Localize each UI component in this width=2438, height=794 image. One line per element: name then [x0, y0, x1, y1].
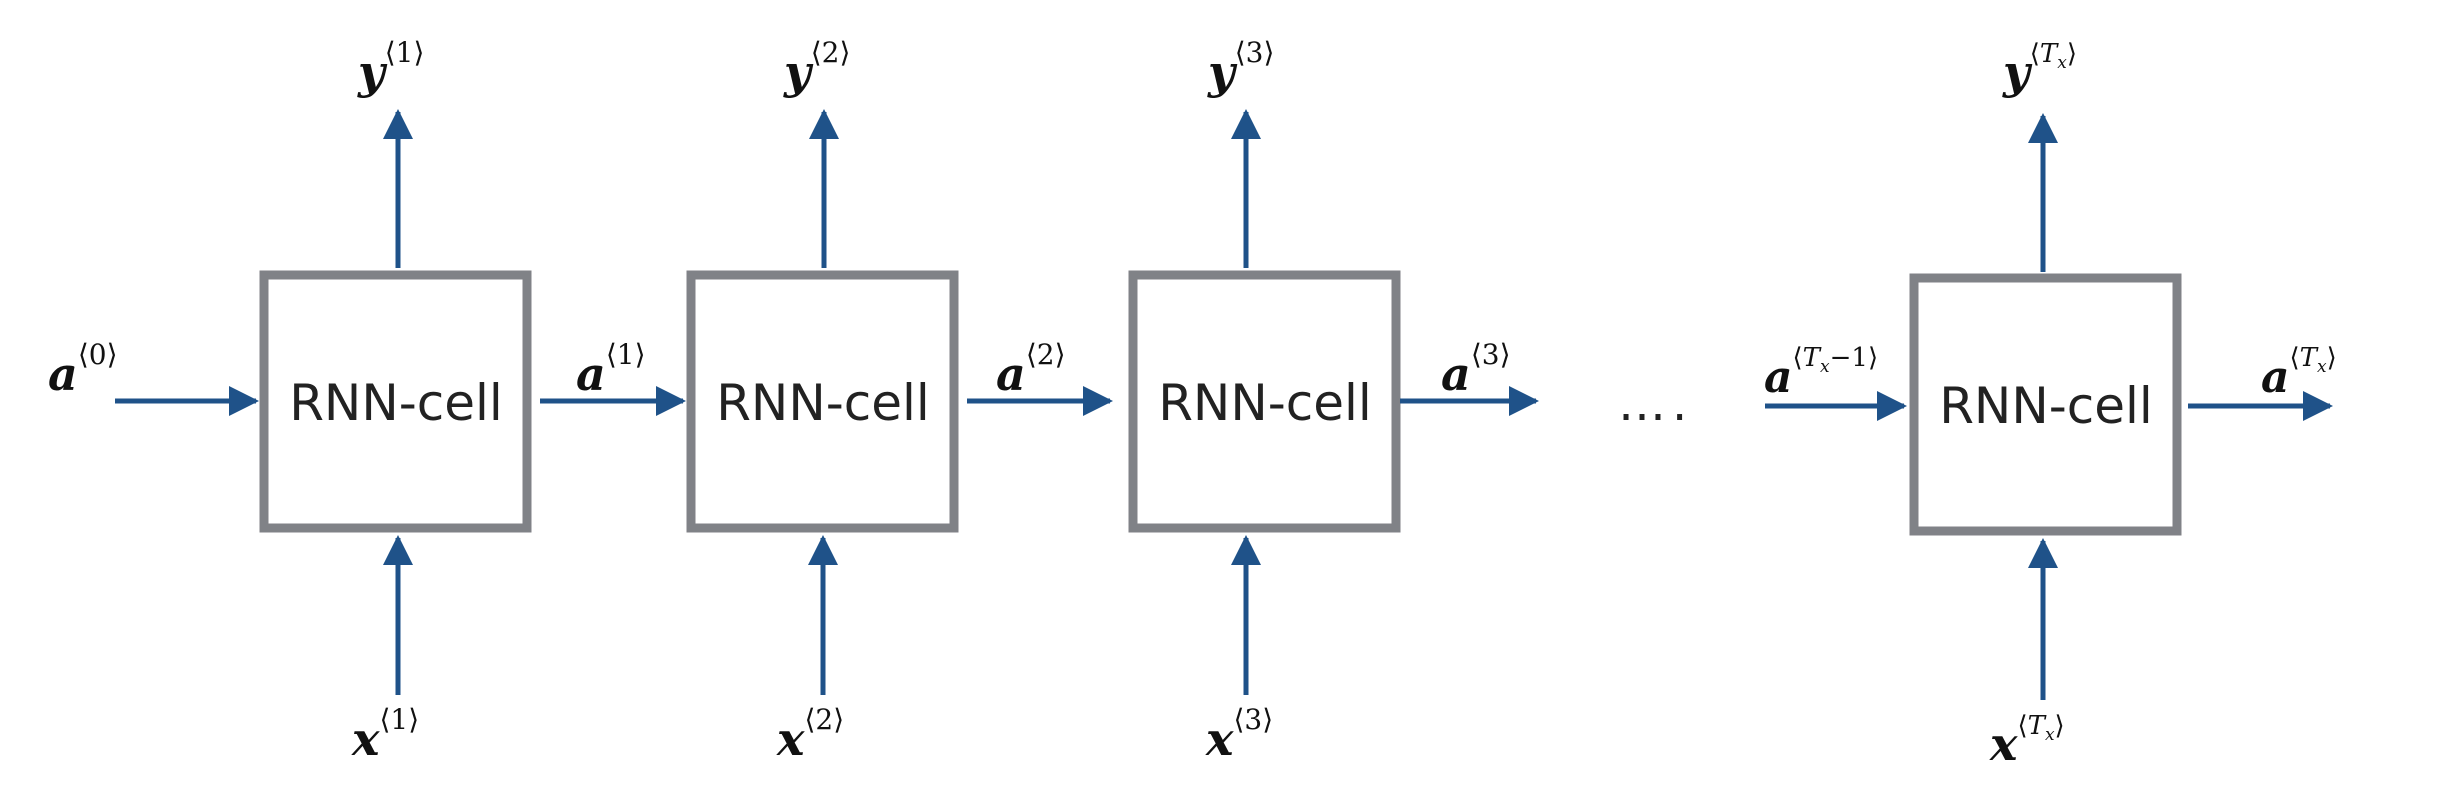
label-y3: y⟨3⟩ [1207, 36, 1274, 99]
label-x3: x⟨3⟩ [1205, 703, 1273, 766]
rnn-cell-tx: RNN-cell [1909, 273, 2182, 536]
label-y2: y⟨2⟩ [783, 36, 850, 99]
rnn-cell-label: RNN-cell [289, 374, 503, 432]
rnn-cell-2: RNN-cell [686, 270, 959, 533]
ellipsis: …. [1618, 376, 1693, 432]
label-x2: x⟨2⟩ [776, 703, 844, 766]
label-a1: a⟨1⟩ [576, 338, 646, 401]
rnn-cell-label: RNN-cell [716, 374, 930, 432]
rnn-cell-label: RNN-cell [1939, 377, 2153, 435]
label-a-tx-minus-1: a⟨Tx−1⟩ [1764, 343, 1878, 403]
label-y-tx: y⟨Tx⟩ [2002, 39, 2077, 99]
rnn-cell-3: RNN-cell [1128, 270, 1401, 533]
rnn-cell-label: RNN-cell [1158, 374, 1372, 432]
label-x-tx: x⟨Tx⟩ [1989, 711, 2065, 771]
label-a0: a⟨0⟩ [48, 338, 118, 401]
label-a-tx: a⟨Tx⟩ [2261, 343, 2337, 403]
label-y1: y⟨1⟩ [357, 36, 424, 99]
rnn-cell-1: RNN-cell [259, 270, 532, 533]
label-a2: a⟨2⟩ [996, 338, 1066, 401]
label-a3: a⟨3⟩ [1441, 338, 1511, 401]
label-x1: x⟨1⟩ [351, 703, 419, 766]
